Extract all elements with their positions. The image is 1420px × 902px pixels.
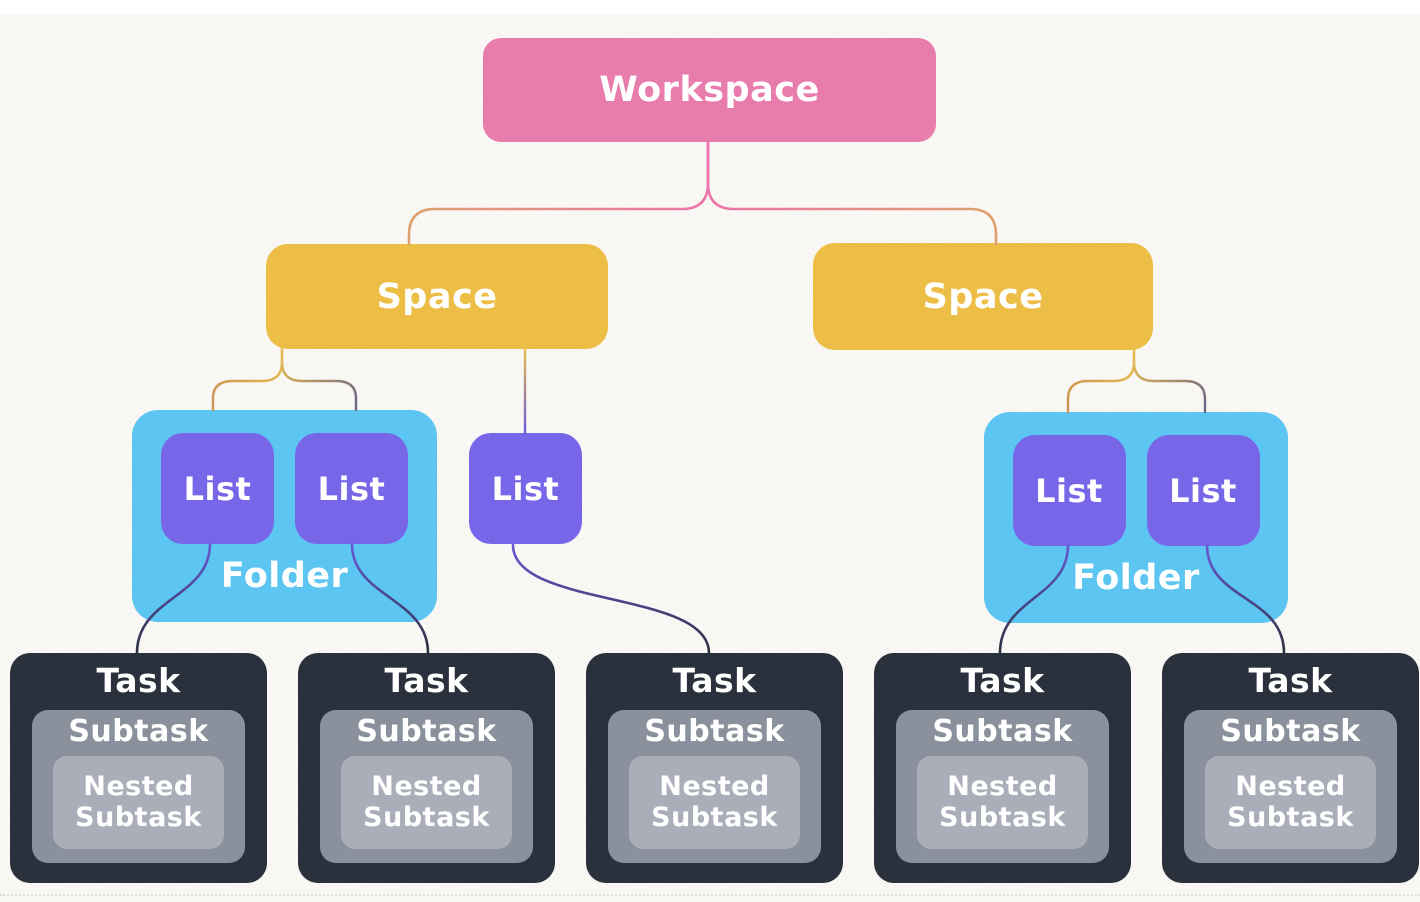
nested-subtask-label: Nested Subtask <box>651 771 778 833</box>
task-node-5: Task Subtask Nested Subtask <box>1162 653 1419 883</box>
task-label: Task <box>672 661 757 700</box>
folder-label: Folder <box>220 556 349 596</box>
space-node-2: Space <box>813 243 1153 350</box>
list-label: List <box>317 469 386 508</box>
nested-subtask-label: Nested Subtask <box>939 771 1066 833</box>
task-label: Task <box>384 661 469 700</box>
subtask-label: Subtask <box>356 714 497 749</box>
space-label: Space <box>922 276 1044 317</box>
task-label: Task <box>960 661 1045 700</box>
folder-lists: List List <box>984 412 1288 546</box>
connector-list3-task3 <box>511 543 711 655</box>
workspace-label: Workspace <box>599 70 820 110</box>
subtask-label: Subtask <box>932 714 1073 749</box>
task-node-2: Task Subtask Nested Subtask <box>298 653 555 883</box>
space-label: Space <box>376 276 498 317</box>
list-label: List <box>183 469 252 508</box>
list-node-3: List <box>469 433 582 544</box>
connector-space1-folder1-left <box>211 347 284 412</box>
list-label: List <box>1169 471 1237 510</box>
task-label: Task <box>1248 661 1333 700</box>
subtask-node: Subtask Nested Subtask <box>32 710 245 863</box>
nested-subtask-label: Nested Subtask <box>1227 771 1354 833</box>
folder-label: Folder <box>1072 558 1200 598</box>
subtask-node: Subtask Nested Subtask <box>896 710 1109 863</box>
connector-space2-folder2-left <box>1066 348 1136 414</box>
nested-subtask-label: Nested Subtask <box>363 771 490 833</box>
list-node-5: List <box>1146 435 1260 546</box>
bottom-divider <box>0 894 1420 896</box>
folder-node-1: List List Folder <box>132 410 437 622</box>
list-label: List <box>491 469 560 508</box>
subtask-label: Subtask <box>1220 714 1361 749</box>
space-node-1: Space <box>266 244 608 349</box>
subtask-node: Subtask Nested Subtask <box>608 710 821 863</box>
nested-subtask-label: Nested Subtask <box>75 771 202 833</box>
nested-subtask-node: Nested Subtask <box>629 756 800 849</box>
subtask-label: Subtask <box>644 714 785 749</box>
list-node-4: List <box>1012 435 1126 546</box>
nested-subtask-node: Nested Subtask <box>53 756 224 849</box>
nested-subtask-node: Nested Subtask <box>1205 756 1376 849</box>
nested-subtask-node: Nested Subtask <box>917 756 1088 849</box>
workspace-node: Workspace <box>483 38 936 142</box>
task-node-3: Task Subtask Nested Subtask <box>586 653 843 883</box>
connector-space1-folder1-right <box>280 347 358 412</box>
task-label: Task <box>96 661 181 700</box>
subtask-node: Subtask Nested Subtask <box>320 710 533 863</box>
connector-space2-folder2-right <box>1132 348 1207 414</box>
nested-subtask-node: Nested Subtask <box>341 756 512 849</box>
subtask-label: Subtask <box>68 714 209 749</box>
task-node-1: Task Subtask Nested Subtask <box>10 653 267 883</box>
task-node-4: Task Subtask Nested Subtask <box>874 653 1131 883</box>
list-node-2: List <box>295 433 408 544</box>
connector-workspace-space2 <box>706 140 998 246</box>
list-node-1: List <box>161 433 274 544</box>
folder-node-2: List List Folder <box>984 412 1288 623</box>
subtask-node: Subtask Nested Subtask <box>1184 710 1397 863</box>
list-label: List <box>1035 471 1103 510</box>
connector-workspace-space1 <box>407 140 710 246</box>
top-margin <box>0 0 1420 14</box>
folder-lists: List List <box>132 410 437 544</box>
